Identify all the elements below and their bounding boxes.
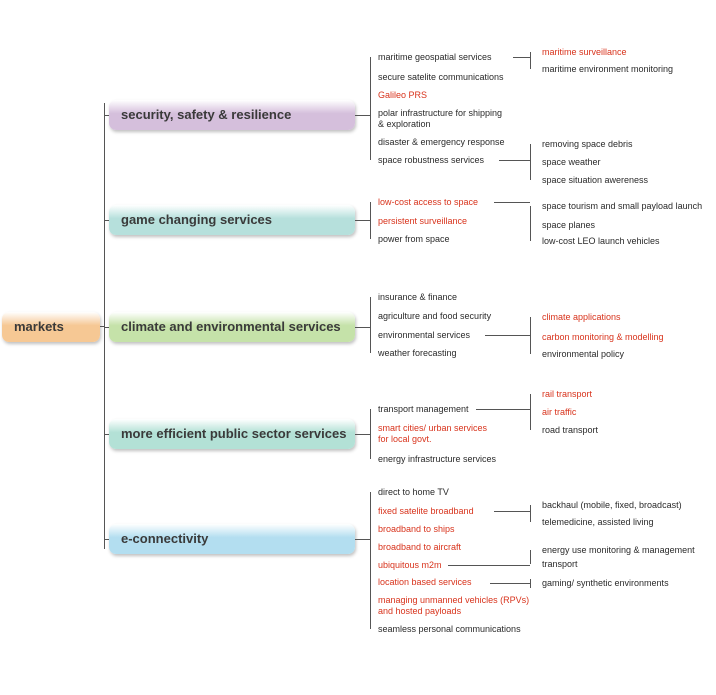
list-item: seamless personal communications (378, 624, 521, 634)
list-item: space tourism and small payload launch (542, 201, 703, 211)
subgroup-bracket (530, 505, 531, 522)
sector-items-bracket (370, 57, 371, 160)
list-item: maritime surveillance (542, 47, 627, 57)
list-item: maritime environment monitoring (542, 64, 674, 74)
sector-box-4: e-connectivity (109, 524, 355, 554)
list-item: ubiquitous m2m (378, 560, 442, 570)
list-item: low-cost LEO launch vehicles (542, 236, 660, 246)
list-item: weather forecasting (378, 348, 457, 358)
list-item: energy infrastructure services (378, 454, 497, 464)
list-item: gaming/ synthetic environments (542, 578, 669, 588)
list-item: direct to home TV (378, 487, 449, 497)
root-node-markets: markets (2, 312, 100, 342)
list-item: space planes (542, 220, 596, 230)
list-item: broadband to ships (378, 524, 455, 534)
trunk-branch-line (104, 115, 109, 116)
sector-items-bracket (370, 492, 371, 629)
list-item: space weather (542, 157, 601, 167)
subgroup-connector (494, 202, 530, 203)
sector-box-connector (355, 327, 370, 328)
list-item: power from space (378, 234, 450, 244)
sector-box-3: more efficient public sector services (109, 419, 355, 449)
subgroup-bracket (530, 206, 531, 241)
sector-items-bracket (370, 409, 371, 459)
list-item: space robustness services (378, 155, 485, 165)
list-item: disaster & emergency response (378, 137, 505, 147)
list-item: fixed satelite broadband (378, 506, 474, 516)
list-item: transport (542, 559, 578, 569)
subgroup-connector (512, 57, 530, 58)
sector-box-connector (355, 539, 370, 540)
sector-box-connector (355, 115, 370, 116)
sector-box-2: climate and environmental services (109, 312, 355, 342)
list-item: climate applications (542, 312, 621, 322)
list-item: space situation awereness (542, 175, 649, 185)
list-item: backhaul (mobile, fixed, broadcast) (542, 500, 682, 510)
list-item: maritime geospatial services (378, 52, 492, 62)
list-item: environmental policy (542, 349, 625, 359)
list-item: polar infrastructure for shipping & expl… (378, 108, 503, 129)
subgroup-bracket (530, 579, 531, 588)
list-item: carbon monitoring & modelling (542, 332, 664, 342)
list-item: air traffic (542, 407, 577, 417)
trunk-branch-line (104, 539, 109, 540)
trunk-branch-line (104, 220, 109, 221)
list-item: Galileo PRS (378, 90, 428, 100)
subgroup-connector (476, 409, 530, 410)
subgroup-connector (485, 335, 530, 336)
list-item: telemedicine, assisted living (542, 517, 654, 527)
subgroup-bracket (530, 550, 531, 564)
list-item: environmental services (378, 330, 471, 340)
sector-items-bracket (370, 297, 371, 353)
subgroup-bracket (530, 317, 531, 354)
trunk-branch-line (104, 434, 109, 435)
subgroup-connector (494, 511, 530, 512)
list-item: persistent surveillance (378, 216, 468, 226)
subgroup-bracket (530, 144, 531, 180)
list-item: rail transport (542, 389, 593, 399)
sector-box-0: security, safety & resilience (109, 100, 355, 130)
subgroup-connector (489, 583, 530, 584)
list-item: location based services (378, 577, 472, 587)
list-item: transport management (378, 404, 469, 414)
sector-box-connector (355, 434, 370, 435)
list-item: energy use monitoring & management (542, 545, 695, 555)
root-connector (100, 326, 105, 327)
subgroup-connector (448, 565, 530, 566)
subgroup-bracket (530, 52, 531, 69)
list-item: smart cities/ urban services for local g… (378, 423, 488, 444)
list-item: broadband to aircraft (378, 542, 462, 552)
main-trunk-line (104, 103, 105, 549)
sector-items-bracket (370, 202, 371, 239)
list-item: low-cost access to space (378, 197, 479, 207)
sector-box-1: game changing services (109, 205, 355, 235)
subgroup-bracket (530, 394, 531, 430)
list-item: removing space debris (542, 139, 633, 149)
list-item: agriculture and food security (378, 311, 492, 321)
sector-box-connector (355, 220, 370, 221)
list-item: secure satelite communications (378, 72, 504, 82)
subgroup-connector (499, 160, 530, 161)
list-item: insurance & finance (378, 292, 458, 302)
list-item: road transport (542, 425, 599, 435)
list-item: managing unmanned vehicles (RPVs) and ho… (378, 595, 530, 616)
trunk-branch-line (104, 327, 109, 328)
